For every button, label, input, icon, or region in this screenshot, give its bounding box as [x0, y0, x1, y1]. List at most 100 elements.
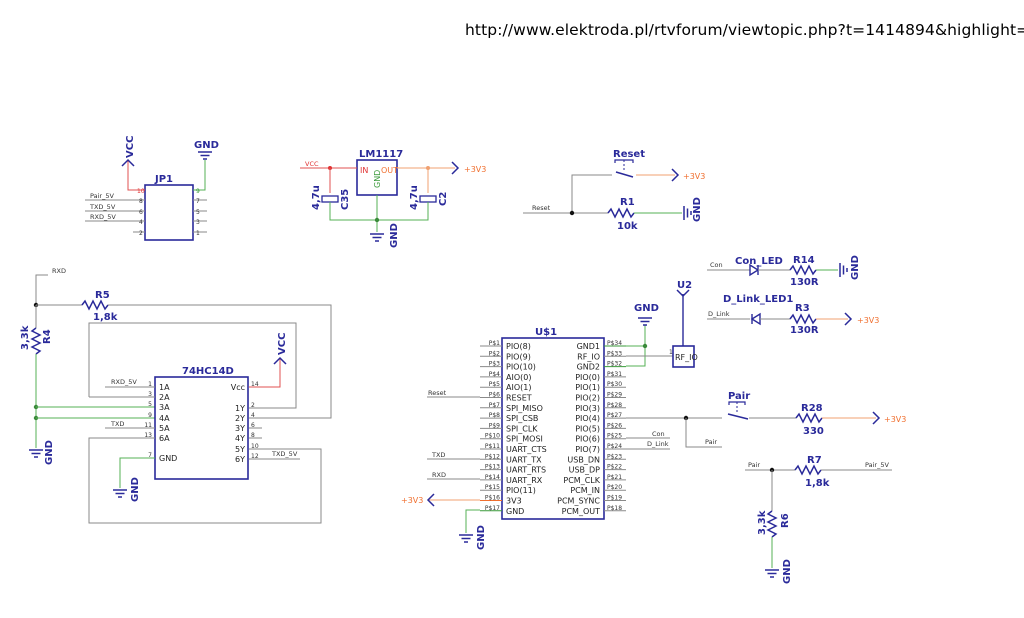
antenna-icon — [676, 289, 690, 298]
r28-resistor-icon — [795, 413, 823, 423]
vcc-arrow-icon — [121, 158, 135, 167]
jp1-pin: 7 — [196, 198, 200, 205]
module-pin-name: SPI_MISO — [506, 404, 543, 413]
jp1-pin: 6 — [139, 209, 143, 216]
regulator-block: LM1117 IN OUT GND VCC +3V3 4,7u C35 4,7u… — [300, 149, 486, 248]
net-pair: Pair — [705, 438, 717, 446]
jp1-pin: 8 — [139, 198, 143, 205]
gnd-label: GND — [634, 303, 659, 314]
hc14-pin-num: 1 — [148, 381, 152, 388]
module-pin-num: P$26 — [607, 422, 622, 429]
hc14-pin-name: 5Y — [235, 445, 245, 454]
r28-ref: R28 — [801, 403, 823, 414]
hc14-pin-name: 3A — [159, 403, 170, 412]
net-txd-5v: TXD_5V — [271, 450, 298, 458]
r4-ref: R4 — [42, 329, 53, 344]
hc14-pin-num: 5 — [148, 401, 152, 408]
module-pin-name: UART_CTS — [506, 445, 547, 454]
con-led-icon — [749, 263, 760, 277]
module-pin-name: USB_DN — [567, 455, 600, 464]
jp1-label: JP1 — [154, 174, 173, 185]
module-pin-num: P$12 — [485, 453, 500, 460]
r3-ref: R3 — [795, 303, 810, 314]
module-pin-name: GND — [506, 507, 524, 516]
module-pin-name: PIO(9) — [506, 352, 531, 361]
hc14-pin-num: 4 — [251, 412, 255, 419]
v33-arrow-icon — [671, 168, 680, 182]
v33-arrow-icon — [426, 493, 435, 507]
net-pair-5v: Pair_5V — [90, 192, 114, 200]
module-pin-num: P$15 — [485, 484, 500, 491]
c2-ref: C2 — [438, 192, 449, 206]
gnd-icon — [637, 317, 653, 326]
module-pin-name: UART_TX — [506, 455, 542, 464]
bluetooth-module: U$1 PIO(8)P$1PIO(9)P$2PIO(10)P$3AIO(0)P$… — [401, 280, 722, 550]
module-pin-name: PIO(5) — [575, 424, 600, 433]
u1-label: U$1 — [535, 327, 557, 338]
net-d-link: D_Link — [708, 310, 730, 318]
gnd-label: GND — [389, 223, 400, 248]
r7-resistor-icon — [794, 465, 822, 475]
module-pin-name: PIO(2) — [575, 394, 600, 403]
c35-capacitor-icon — [321, 195, 339, 203]
hc14-pin-num: 9 — [148, 412, 152, 419]
hc14-pin-num: 8 — [251, 432, 255, 439]
module-pin-num: P$3 — [489, 361, 500, 368]
gnd-icon — [839, 262, 848, 278]
jp1-pin: 10 — [137, 188, 145, 195]
net-rxd: RXD — [52, 267, 66, 275]
74hc14d-body — [154, 376, 249, 480]
hc14-pin-name: 2Y — [235, 414, 245, 423]
gnd-label: GND — [130, 477, 141, 502]
pair-block: Pair R28 330 +3V3 Pair R7 1,8k Pair_5V 3… — [727, 391, 906, 584]
jp1-pin: 9 — [196, 188, 200, 195]
led-block: Con Con_LED R14 130R GND D_Link D_Link_L… — [707, 255, 879, 336]
module-pin-num: P$7 — [489, 402, 500, 409]
r6-resistor-icon — [767, 510, 777, 538]
net-txd: TXD — [110, 420, 124, 428]
c35-value: 4,7u — [311, 185, 322, 210]
v33-arrow-icon — [451, 161, 460, 175]
r1-ref: R1 — [620, 197, 635, 208]
reset-switch-icon — [615, 171, 634, 178]
module-pin-num: P$14 — [485, 474, 500, 481]
gnd-label: GND — [194, 140, 219, 151]
vcc-net: VCC — [305, 160, 319, 168]
d-link-led-ref: D_Link_LED1 — [723, 294, 793, 305]
hc14-pin-name: 1Y — [235, 404, 245, 413]
vcc-arrow-icon — [273, 356, 287, 365]
r28-value: 330 — [803, 426, 824, 437]
net-d-link: D_Link — [647, 440, 669, 448]
hc14-pin-name: GND — [159, 454, 177, 463]
module-pin-num: P$23 — [607, 453, 622, 460]
net-txd-5v: TXD_5V — [89, 203, 116, 211]
hc14-pin-name: Vcc — [231, 383, 245, 392]
module-pin-name: PCM_CLK — [563, 476, 600, 485]
r3-resistor-icon — [789, 314, 817, 324]
vcc-label: VCC — [277, 333, 288, 355]
module-pin-name: PIO(0) — [575, 373, 600, 382]
pin-gnd: GND — [373, 170, 382, 188]
v33-label: +3V3 — [401, 496, 423, 505]
module-pin-name: PIO(8) — [506, 342, 531, 351]
hc14-pin-num: 12 — [251, 453, 259, 460]
net-con: Con — [710, 261, 723, 269]
module-pin-num: P$31 — [607, 371, 622, 378]
v33-label: +3V3 — [884, 415, 906, 424]
v33-arrow-icon — [872, 411, 881, 425]
module-pin-num: P$27 — [607, 412, 622, 419]
u2-pin-num: 1 — [669, 349, 673, 356]
module-pin-name: AIO(0) — [506, 373, 531, 382]
module-pin-name: SPI_CSB — [506, 414, 538, 423]
module-pin-num: P$5 — [489, 381, 500, 388]
net-reset: Reset — [428, 389, 447, 397]
hc14-pin-num: 10 — [251, 443, 259, 450]
module-pin-num: P$13 — [485, 464, 500, 471]
module-pin-num: P$18 — [607, 505, 622, 512]
r1-value: 10k — [617, 221, 638, 232]
module-pin-num: P$28 — [607, 402, 622, 409]
pair-switch-icon — [727, 413, 749, 420]
con-led-ref: Con_LED — [735, 256, 783, 267]
module-pin-num: P$17 — [485, 505, 500, 512]
